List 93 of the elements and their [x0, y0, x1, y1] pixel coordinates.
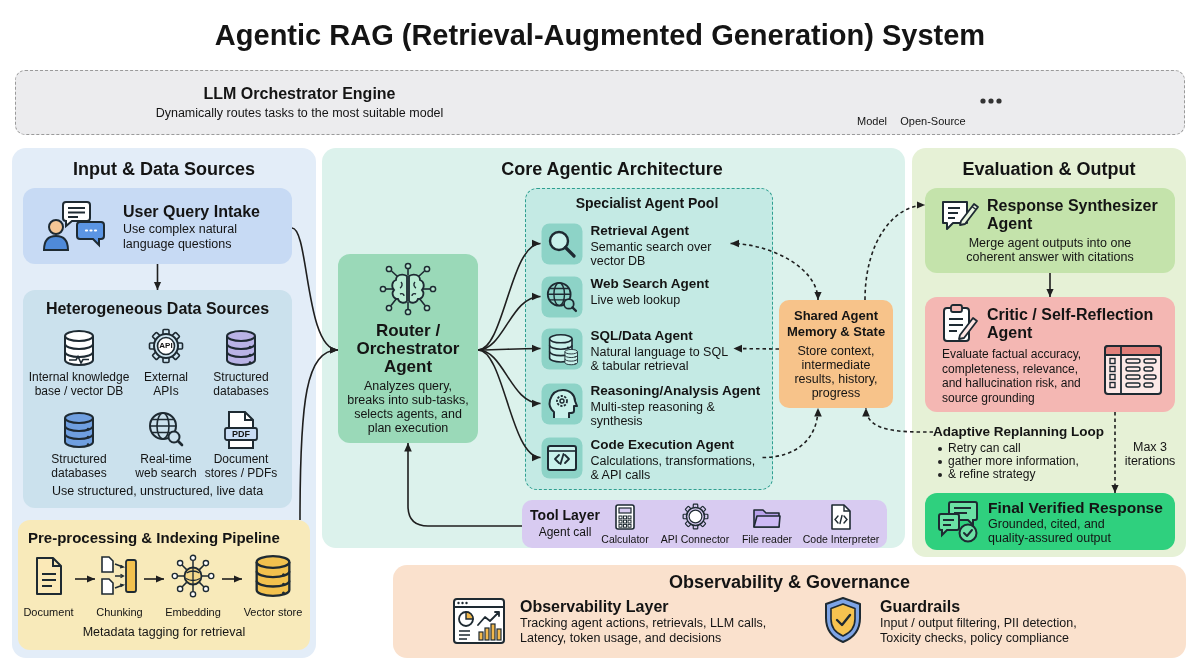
agent-name: Web Search Agent — [590, 275, 710, 292]
node-description: Merge agent outputs into one coherent answer with citations — [965, 236, 1135, 264]
node-title: User Query Intake — [123, 202, 260, 221]
bullet-text: Retry can call — [948, 442, 1021, 455]
node-title: Final Verified Response — [988, 499, 1163, 517]
note-title: Adaptive Replanning Loop — [933, 424, 1104, 440]
tool-label: API Connector — [660, 533, 730, 546]
section-panel — [912, 148, 1186, 557]
data-sources-box — [23, 290, 292, 508]
node-title: Pre-processing & Indexing Pipeline — [28, 529, 280, 547]
agent-pool-container — [525, 188, 773, 490]
step-label: Chunking — [96, 605, 143, 619]
node-description: Store context, intermediate results, history, progress — [793, 344, 879, 400]
model-label: Open-Source — [900, 115, 966, 128]
arrow — [477, 349, 542, 407]
bullet-text: gather more information, — [948, 455, 1079, 468]
step-label: Document — [23, 605, 74, 619]
node-title: Tool Layer — [530, 507, 600, 524]
orchestrator-banner — [15, 70, 1185, 135]
step-label: Vector store — [243, 605, 303, 619]
source-label: Structured databases — [50, 452, 108, 480]
node-description: Grounded, cited, and quality-assured output — [988, 517, 1112, 545]
bullet-text: & refine strategy — [948, 468, 1036, 481]
panel-title: Core Agentic Architecture — [501, 158, 723, 180]
container-title: Specialist Agent Pool — [575, 194, 719, 212]
node-title: Response Synthesizer Agent — [987, 197, 1159, 233]
agent-description: Multi-step reasoning & synthesis — [590, 399, 716, 428]
icon-text: PDF — [232, 428, 250, 440]
dashed-arrow — [1111, 411, 1119, 494]
arrow — [74, 575, 96, 583]
item-title: Guardrails — [880, 597, 961, 616]
icon-text: API — [159, 340, 173, 352]
section-panel — [393, 565, 1186, 658]
memory-box — [779, 300, 893, 408]
dashed-arrow — [732, 344, 780, 353]
tool-label: Calculator — [601, 533, 649, 546]
source-label: Real-time web search — [134, 452, 198, 480]
arrow — [1046, 272, 1054, 298]
agent-item — [540, 382, 763, 429]
node-description: Analyzes query, breaks into sub-tasks, selects agents, and plan execution — [346, 379, 470, 435]
agent-description: Calculations, transformations, & API calls — [590, 453, 757, 482]
section-panel — [12, 148, 316, 658]
synthesizer-box — [925, 188, 1175, 273]
agent-description: Natural language to SQL & tabular retrieval — [590, 344, 729, 373]
agent-description: Live web lookup — [590, 292, 681, 307]
panel-title: Input & Data Sources — [73, 158, 255, 180]
item-description: Tracking agent actions, retrievals, LLM calls, Latency, token usage, and decisions — [520, 616, 768, 646]
node-description: Evaluate factual accuracy, completeness, relevance, and hallucination risk, and source grounding — [942, 347, 1083, 405]
dashed-double-headed-arrow — [729, 240, 821, 301]
pipeline-box — [18, 520, 310, 650]
item-description: Input / output filtering, PII detection, Toxicity checks, policy compliance — [880, 616, 1078, 646]
model-label: Model — [857, 115, 887, 128]
agent-description: Semantic search over vector DB — [590, 239, 713, 268]
source-label: Structured databases — [212, 370, 270, 398]
source-label: Document stores / PDFs — [203, 452, 279, 480]
router-box — [338, 254, 478, 443]
source-label: External APIs — [143, 370, 189, 398]
node-subtitle: Agent call — [538, 525, 592, 539]
section-panel — [322, 148, 905, 548]
node-footnote: Use structured, unstructured, live data — [51, 484, 264, 499]
agent-name: Reasoning/Analysis Agent — [590, 382, 761, 399]
dashed-arrow — [864, 202, 926, 301]
arrow — [477, 349, 542, 459]
arrow — [153, 263, 162, 291]
node-title: Router / Orchestrator Agent — [355, 322, 461, 376]
diagram-title: Agentic RAG (Retrieval-Augmented Generation) System — [214, 18, 986, 53]
input-box — [23, 188, 292, 264]
agent-name: Retrieval Agent — [590, 222, 690, 239]
tool-label: File reader — [741, 533, 793, 546]
arrow — [221, 575, 243, 583]
step-label: Embedding — [165, 605, 221, 619]
node-description: Use complex natural language questions — [123, 222, 238, 251]
banner-title: LLM Orchestrator Engine — [203, 83, 396, 103]
node-title: Heterogeneous Data Sources — [45, 299, 270, 318]
agent-name: Code Execution Agent — [590, 436, 734, 453]
critic-box — [925, 297, 1175, 412]
panel-title: Observability & Governance — [668, 571, 911, 593]
dashed-arrow — [761, 407, 822, 459]
node-footnote: Metadata tagging for retrieval — [82, 625, 246, 640]
dashed-arrow — [863, 407, 934, 433]
panel-title: Evaluation & Output — [962, 158, 1136, 180]
source-label: Internal knowledge base / vector DB — [27, 370, 131, 398]
agent-name: SQL/Data Agent — [590, 327, 693, 344]
arrow — [404, 442, 523, 527]
tool-layer-box — [522, 500, 887, 548]
item-title: Observability Layer — [520, 597, 669, 616]
node-title: Shared Agent Memory & State — [785, 308, 887, 340]
final-response-box — [925, 493, 1175, 550]
tool-label: Code Interpreter — [802, 533, 880, 546]
node-title: Critic / Self-Reflection Agent — [987, 306, 1155, 342]
arrow — [299, 347, 339, 521]
arrow — [143, 575, 165, 583]
banner-subtitle: Dynamically routes tasks to the most suitable model — [155, 105, 444, 121]
